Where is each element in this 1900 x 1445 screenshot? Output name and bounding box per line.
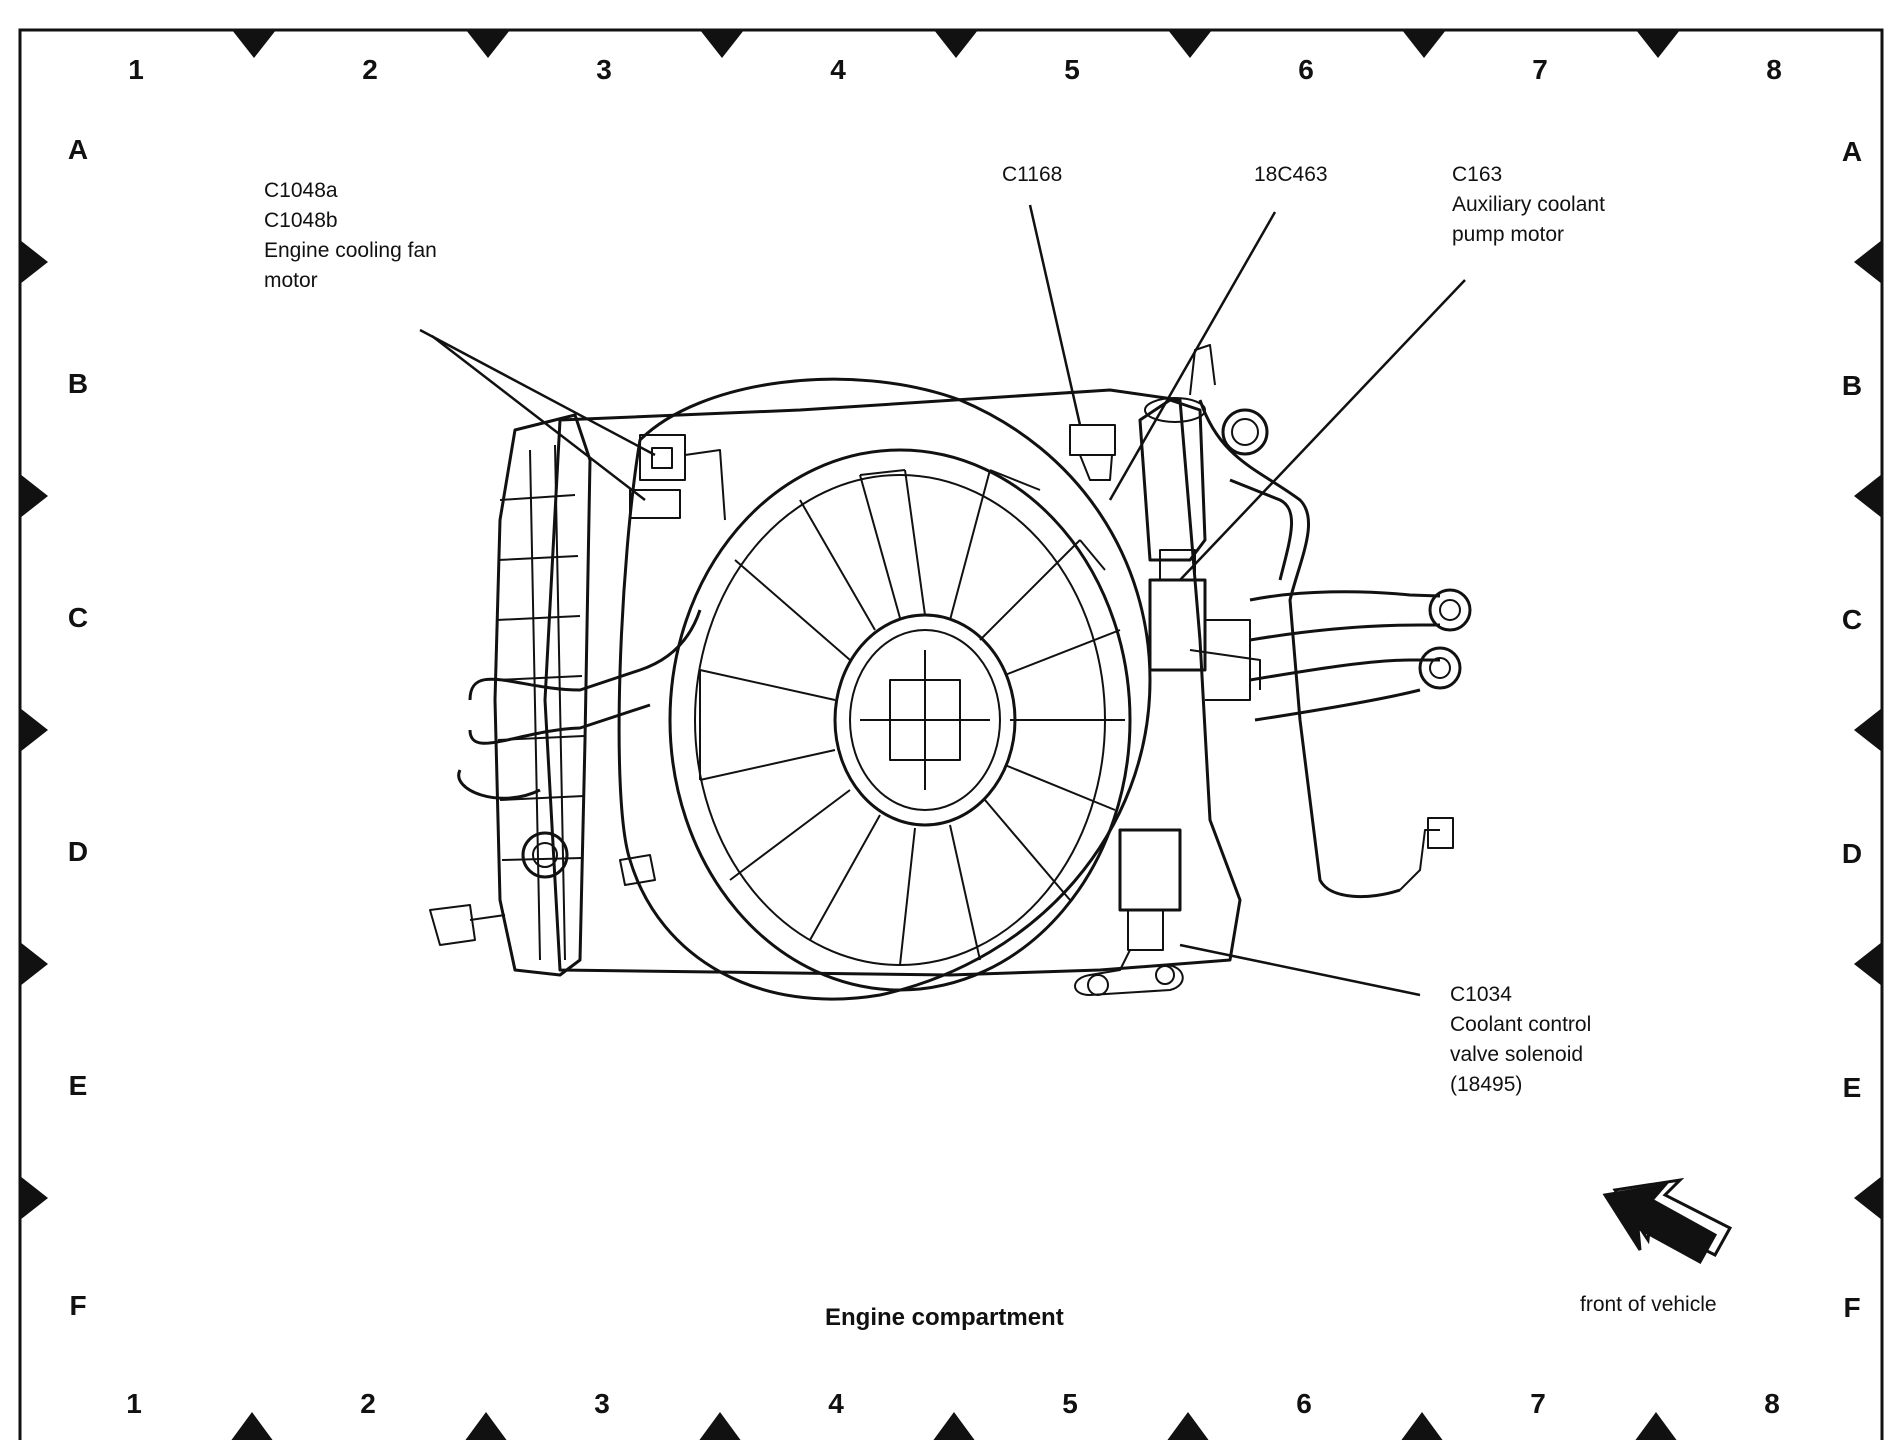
grid-row-right-c: C: [1841, 604, 1863, 635]
front-of-vehicle-label: front of vehicle: [1580, 1293, 1717, 1316]
leader-lines: [419, 204, 1466, 997]
grid-col-top-6: 6: [1298, 54, 1314, 85]
grid-row-left-c: C: [67, 602, 89, 633]
grid-col-top-3: 3: [596, 54, 612, 85]
grid-col-bottom-6: 6: [1296, 1388, 1312, 1419]
leader-18c463: [1108, 211, 1277, 501]
grid-row-left-f: F: [69, 1290, 87, 1321]
leader-c1048a: [419, 328, 656, 457]
grid-col-top-1: 1: [128, 54, 144, 85]
grid-col-bottom-7: 7: [1530, 1388, 1546, 1419]
callout-c1034-line-2: Coolant control: [1450, 1013, 1592, 1036]
callout-c1048-line-1: C1048a: [264, 179, 338, 202]
grid-col-bottom-4: 4: [828, 1388, 844, 1419]
grid-row-right-a: A: [1841, 136, 1863, 167]
grid-ticks-left: [20, 240, 48, 1220]
callout-c163-line-3: pump motor: [1452, 223, 1565, 246]
callout-c1034-line-3: valve solenoid: [1450, 1043, 1584, 1066]
grid-col-top-8: 8: [1766, 54, 1782, 85]
callout-c163-line-1: C163: [1452, 163, 1503, 186]
leader-c163: [1179, 279, 1466, 581]
callout-c1034-line-4: (18495): [1450, 1073, 1523, 1096]
grid-row-right-b: B: [1841, 370, 1863, 401]
grid-ticks-bottom: [230, 1412, 1678, 1442]
callout-18c463-line-1: 18C463: [1254, 163, 1328, 186]
grid-col-top-4: 4: [830, 54, 846, 85]
leader-c1034: [1179, 943, 1421, 997]
callout-c1048-line-4: motor: [264, 269, 318, 292]
diagram-title: Engine compartment: [825, 1304, 1064, 1331]
callout-c1034-line-1: C1034: [1450, 983, 1512, 1006]
arrow-up-left-icon: [1602, 1177, 1733, 1265]
grid-col-bottom-1: 1: [126, 1388, 142, 1419]
callout-c1048-line-3: Engine cooling fan: [264, 239, 437, 262]
grid-col-bottom-2: 2: [360, 1388, 376, 1419]
grid-row-left-d: D: [67, 836, 89, 867]
callout-c163-line-2: Auxiliary coolant: [1452, 193, 1605, 216]
grid-row-left-b: B: [67, 368, 89, 399]
leader-c1168: [1028, 204, 1082, 426]
grid-col-top-2: 2: [362, 54, 378, 85]
grid-col-top-5: 5: [1064, 54, 1080, 85]
grid-row-left-e: E: [68, 1070, 88, 1101]
grid-row-right-f: F: [1843, 1292, 1861, 1323]
grid-col-top-7: 7: [1532, 54, 1548, 85]
leader-c1048b: [431, 335, 646, 501]
grid-row-left-a: A: [67, 134, 89, 165]
callout-18c463: 18C463: [1254, 160, 1328, 190]
grid-col-bottom-3: 3: [594, 1388, 610, 1419]
grid-row-right-d: D: [1841, 838, 1863, 869]
callout-c1048-line-2: C1048b: [264, 209, 338, 232]
grid-col-bottom-5: 5: [1062, 1388, 1078, 1419]
grid-ticks-top: [232, 30, 1680, 58]
grid-col-bottom-8: 8: [1764, 1388, 1780, 1419]
radiator-assembly: [429, 344, 1472, 1001]
callout-c1034: C1034 Coolant control valve solenoid (18…: [1450, 980, 1591, 1100]
callout-c1168: C1168: [1002, 160, 1062, 190]
grid-row-right-e: E: [1842, 1072, 1862, 1103]
callout-c1168-line-1: C1168: [1002, 163, 1063, 186]
callout-c1048: C1048a C1048b Engine cooling fan motor: [264, 176, 437, 296]
callout-c163: C163 Auxiliary coolant pump motor: [1452, 160, 1605, 250]
grid-ticks-right: [1854, 240, 1882, 1220]
